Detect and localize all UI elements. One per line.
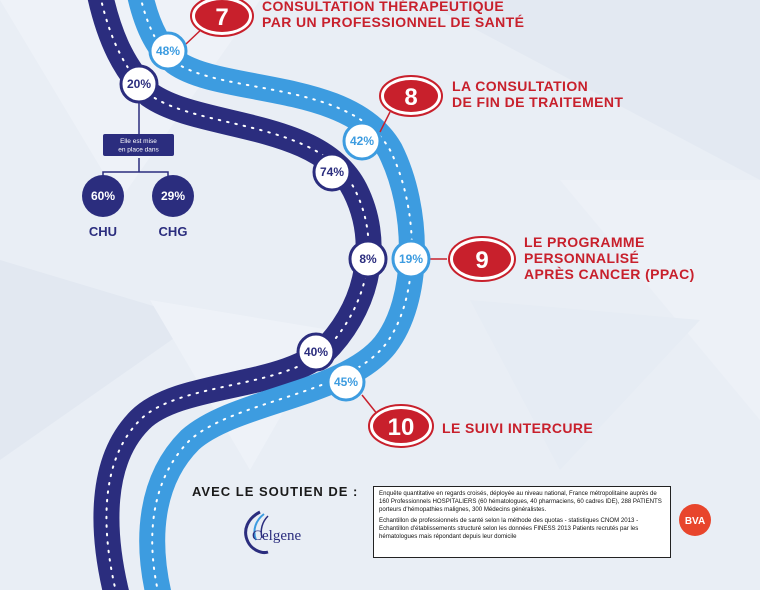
- step-marker-7: 7: [190, 0, 254, 37]
- step-7-title: CONSULTATION THÉRAPEUTIQUE PAR UN PROFES…: [262, 0, 525, 30]
- methodology-paragraph-2: Echantillon de professionnels de santé s…: [379, 517, 639, 540]
- chg-circle: [152, 175, 194, 217]
- dark-path-node-1-value: 20%: [127, 77, 151, 91]
- dark-path-node-2: 74%: [312, 152, 352, 192]
- light-path-node-4-value: 45%: [334, 375, 358, 389]
- step-number-10: 10: [388, 414, 415, 441]
- chg-label: CHG: [159, 224, 188, 239]
- step-number-9: 9: [475, 247, 488, 274]
- step-10-title: LE SUIVI INTERCURE: [442, 420, 594, 436]
- step-8-title: LA CONSULTATION DE FIN DE TRAITEMENT: [452, 78, 624, 110]
- chg-value: 29%: [161, 189, 185, 203]
- light-path-node-1: 48%: [148, 31, 188, 71]
- methodology-note: Enquête quantitative en regards croisés,…: [373, 486, 671, 558]
- step-marker-9: 9: [448, 236, 516, 282]
- svg-text:BVA: BVA: [685, 516, 705, 527]
- step-9-title: LE PROGRAMME PERSONNALISÉ APRÈS CANCER (…: [524, 234, 695, 282]
- light-path-node-2-value: 42%: [350, 134, 374, 148]
- dark-path-node-2-value: 74%: [320, 165, 344, 179]
- chu-label: CHU: [89, 224, 117, 239]
- support-label: AVEC LE SOUTIEN DE :: [192, 484, 359, 499]
- light-path-node-1-value: 48%: [156, 44, 180, 58]
- dark-path-node-3: 8%: [348, 239, 388, 279]
- light-path-node-3-value: 19%: [399, 252, 423, 266]
- callout-line-2: en place dans: [118, 147, 159, 154]
- callout-box: [103, 134, 174, 156]
- step-marker-8: 8: [379, 75, 443, 117]
- light-path-dots: [140, 0, 413, 590]
- methodology-paragraph-1: Enquête quantitative en regards croisés,…: [379, 490, 662, 513]
- chu-value: 60%: [91, 189, 115, 203]
- celgene-wordmark: Celgene: [252, 528, 301, 544]
- step-number-8: 8: [404, 84, 417, 111]
- light-path-node-4: 45%: [326, 362, 366, 402]
- dark-path-node-4-value: 40%: [304, 345, 328, 359]
- chu-circle: [82, 175, 124, 217]
- dark-path-node-1: 20%: [119, 64, 159, 104]
- light-path-node-2: 42%: [342, 121, 382, 161]
- step-marker-10: 10: [368, 404, 434, 448]
- callout-line-1: Elle est mise: [120, 138, 157, 145]
- dark-path-node-4: 40%: [296, 332, 336, 372]
- celgene-logo: Celgene: [244, 510, 301, 554]
- dark-path-node-3-value: 8%: [359, 252, 377, 266]
- bva-logo: BVA: [679, 504, 711, 536]
- step-number-7: 7: [215, 4, 228, 31]
- light-path-node-3: 19%: [391, 239, 431, 279]
